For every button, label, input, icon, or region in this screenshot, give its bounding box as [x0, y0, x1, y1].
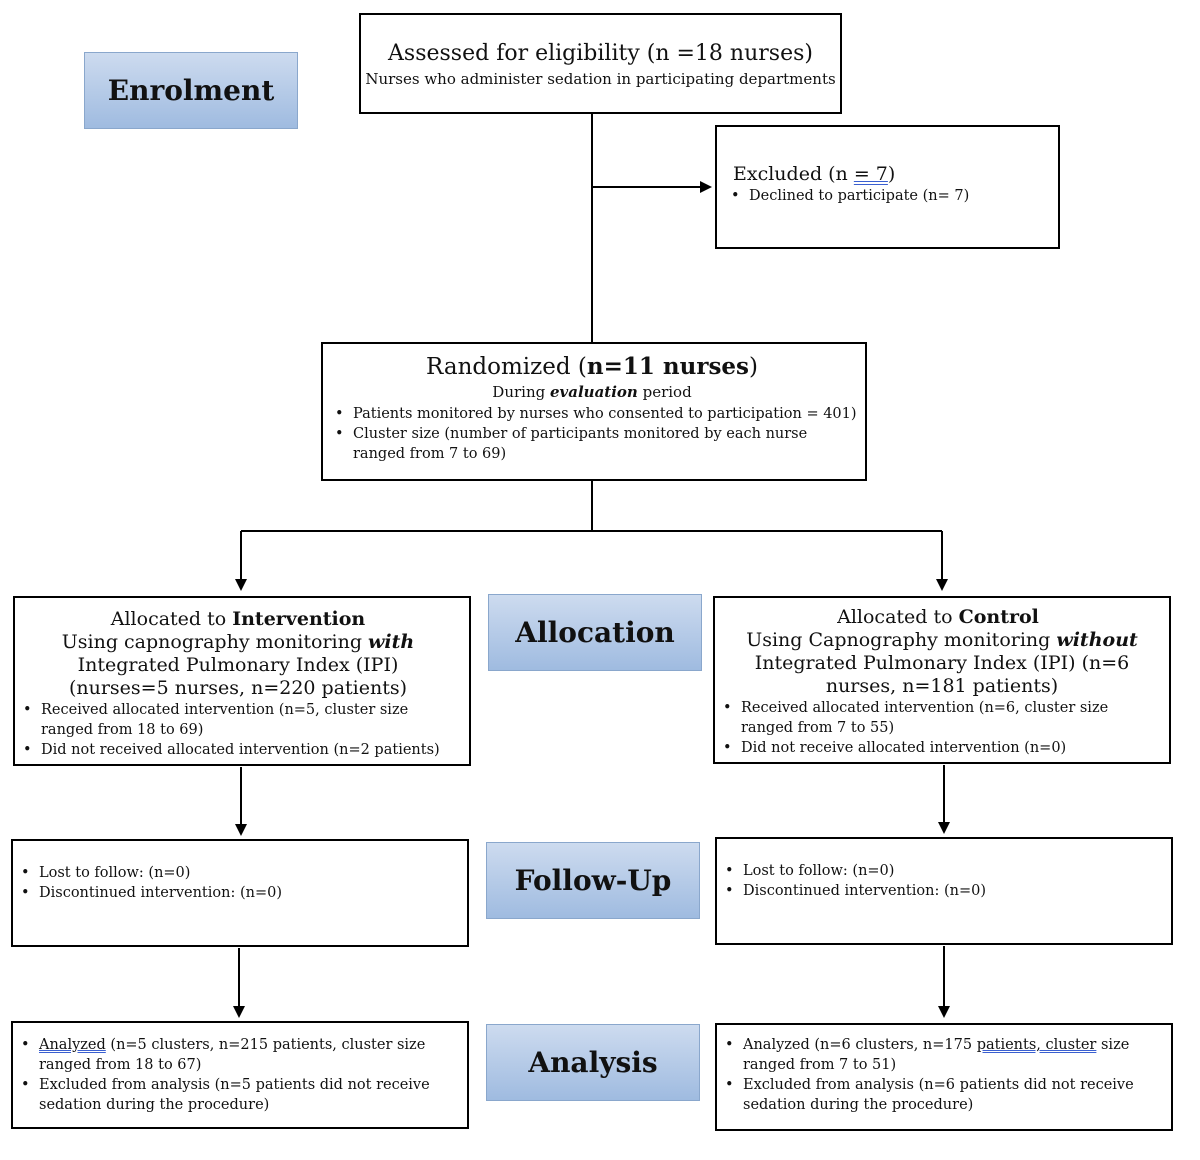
- intervention-description: Using capnography monitoring with Integr…: [61, 631, 415, 699]
- stage-label-enrolment: Enrolment: [84, 52, 298, 129]
- excluded-title: Excluded (n = 7): [733, 163, 896, 185]
- list-item: Excluded from analysis (n=6 patients did…: [717, 1075, 1153, 1115]
- intervention-box: Allocated to Intervention Using capnogra…: [13, 596, 471, 766]
- stage-label-allocation: Allocation: [488, 594, 702, 671]
- intervention-list: Received allocated intervention (n=5, cl…: [15, 700, 461, 760]
- list-item: Analyzed (n=6 clusters, n=175 patients, …: [717, 1035, 1153, 1075]
- analysis-right-list: Analyzed (n=6 clusters, n=175 patients, …: [717, 1035, 1153, 1115]
- randomized-title: Randomized (n=11 nurses): [426, 353, 758, 380]
- list-item: Discontinued intervention: (n=0): [13, 883, 457, 903]
- followup-right-list: Lost to follow: (n=0) Discontinued inter…: [717, 861, 1161, 901]
- stage-label-analysis: Analysis: [486, 1024, 700, 1101]
- list-item: Lost to follow: (n=0): [717, 861, 1161, 881]
- randomized-list: Patients monitored by nurses who consent…: [327, 404, 857, 464]
- list-item: Did not received allocated intervention …: [15, 740, 461, 760]
- intervention-title: Allocated to Intervention: [110, 608, 366, 630]
- control-description: Using Capnography monitoring without Int…: [746, 629, 1138, 697]
- list-item: Discontinued intervention: (n=0): [717, 881, 1161, 901]
- assessed-title: Assessed for eligibility (n =18 nurses): [388, 41, 813, 66]
- analysis-left-box: Analyzed (n=5 clusters, n=215 patients, …: [11, 1021, 469, 1129]
- list-item: Received allocated intervention (n=6, cl…: [715, 698, 1161, 738]
- list-item: Patients monitored by nurses who consent…: [327, 404, 857, 424]
- list-item: Received allocated intervention (n=5, cl…: [15, 700, 461, 740]
- list-item: Excluded from analysis (n=5 patients did…: [13, 1075, 449, 1115]
- assessed-subtitle: Nurses who administer sedation in partic…: [365, 70, 836, 88]
- list-item: Did not receive allocated intervention (…: [715, 738, 1161, 758]
- excluded-list: Declined to participate (n= 7): [723, 186, 1058, 206]
- list-item: Lost to follow: (n=0): [13, 863, 457, 883]
- followup-right-box: Lost to follow: (n=0) Discontinued inter…: [715, 837, 1173, 945]
- analysis-right-box: Analyzed (n=6 clusters, n=175 patients, …: [715, 1023, 1173, 1131]
- randomized-subtitle: During evaluation period: [492, 383, 692, 401]
- control-box: Allocated to Control Using Capnography m…: [713, 596, 1171, 764]
- assessed-box: Assessed for eligibility (n =18 nurses) …: [359, 13, 842, 114]
- list-item: Cluster size (number of participants mon…: [327, 424, 857, 464]
- list-item: Declined to participate (n= 7): [723, 186, 1058, 206]
- control-title: Allocated to Control: [837, 606, 1039, 628]
- randomized-box: Randomized (n=11 nurses) During evaluati…: [321, 342, 867, 481]
- followup-left-list: Lost to follow: (n=0) Discontinued inter…: [13, 863, 457, 903]
- stage-label-follow-up: Follow-Up: [486, 842, 700, 919]
- analysis-left-list: Analyzed (n=5 clusters, n=215 patients, …: [13, 1035, 449, 1115]
- excluded-box: Excluded (n = 7) Declined to participate…: [715, 125, 1060, 249]
- followup-left-box: Lost to follow: (n=0) Discontinued inter…: [11, 839, 469, 947]
- list-item: Analyzed (n=5 clusters, n=215 patients, …: [13, 1035, 449, 1075]
- control-list: Received allocated intervention (n=6, cl…: [715, 698, 1161, 758]
